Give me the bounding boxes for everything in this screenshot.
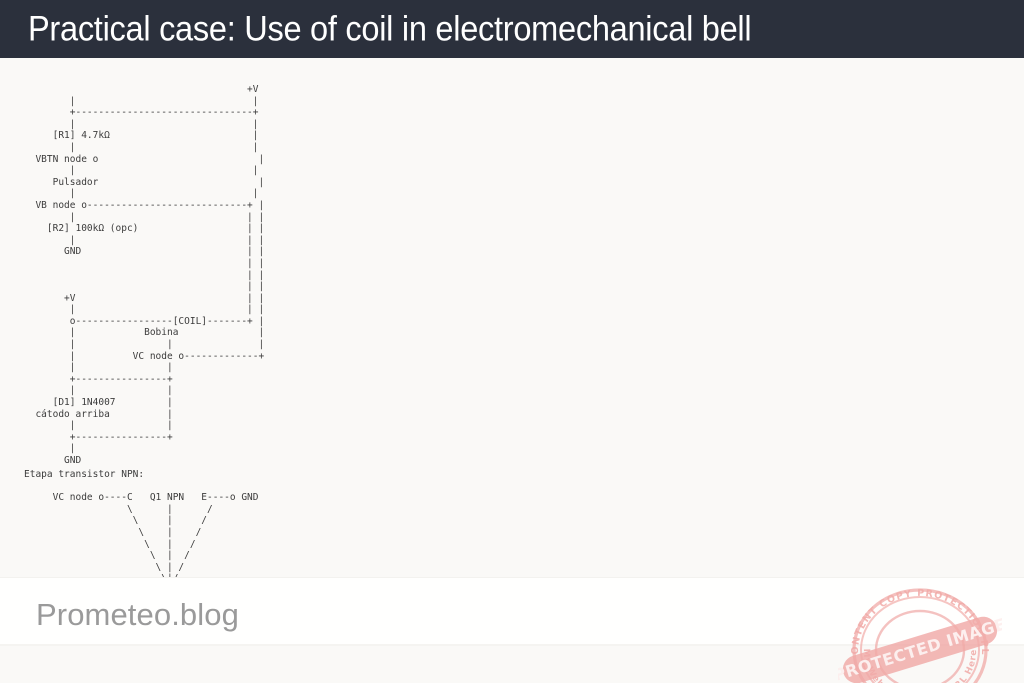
page-title: Practical case: Use of coil in electrome… (28, 9, 752, 49)
ascii-circuit-diagram: +V | | +-------------------------------+… (35, 84, 265, 466)
slide-canvas: +V | | +-------------------------------+… (0, 58, 1024, 683)
footer-divider-top (0, 577, 1024, 578)
ascii-transistor-stage: Etapa transistor NPN: VC node o----C Q1 … (24, 469, 259, 596)
blog-wordmark: Prometeo.blog (36, 597, 239, 632)
footer-divider-bottom (0, 644, 1024, 646)
header-bar: Practical case: Use of coil in electrome… (0, 0, 1024, 58)
protected-image-watermark: WP CONTENT COPY PROTECTION PLUGIN My Web… (838, 578, 1002, 683)
footer-band (0, 578, 1024, 644)
